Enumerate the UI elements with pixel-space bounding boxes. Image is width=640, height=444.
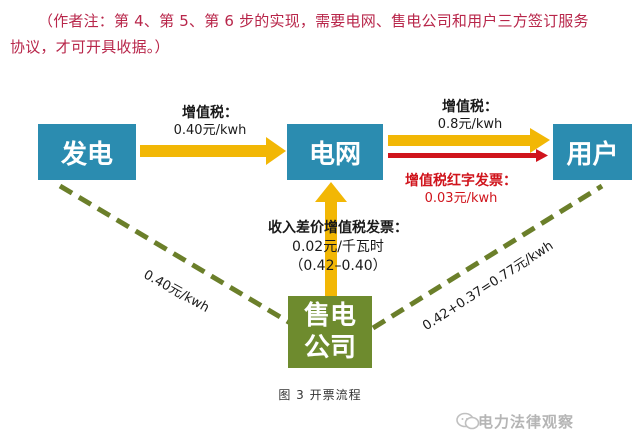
label-gen-to-grid-title: 增值税： bbox=[182, 105, 238, 121]
arrow-company-to-grid bbox=[315, 182, 347, 296]
node-user-label: 用户 bbox=[566, 139, 619, 170]
node-company-label-line2: 公司 bbox=[303, 333, 356, 363]
label-grid-to-user-title: 增值税： bbox=[442, 99, 498, 115]
figure-caption: 图 3 开票流程 bbox=[278, 388, 362, 402]
label-company-to-grid-value: 0.02元/千瓦时 bbox=[292, 239, 384, 255]
label-red-invoice-title: 增值税红字发票： bbox=[405, 173, 517, 189]
arrow-red-invoice bbox=[388, 149, 548, 162]
author-note-line2: 协议，才可开具收据。） bbox=[10, 38, 170, 56]
label-grid-to-user-value: 0.8元/kwh bbox=[437, 117, 503, 132]
node-power-grid-label: 电网 bbox=[308, 139, 361, 170]
node-electricity-sales-company: 售电 公司 bbox=[288, 296, 372, 368]
arrow-grid-to-user bbox=[388, 128, 550, 153]
node-company-label-line1: 售电 bbox=[303, 301, 356, 331]
label-red-invoice-value: 0.03元/kwh bbox=[424, 191, 498, 206]
watermark-text: 电力法律观察 bbox=[478, 413, 575, 431]
author-note: （作者注：第 4、第 5、第 6 步的实现，需要电网、售电公司和用户三方签订服务… bbox=[10, 8, 630, 60]
node-power-generation-label: 发电 bbox=[60, 139, 113, 170]
node-power-generation: 发电 bbox=[38, 124, 136, 180]
label-gen-to-grid: 增值税： 0.40元/kwh bbox=[150, 104, 270, 140]
arrow-gen-to-grid bbox=[140, 137, 286, 165]
label-company-to-grid-formula: （0.42–0.40） bbox=[289, 258, 387, 274]
label-company-to-grid: 收入差价增值税发票： 0.02元/千瓦时 （0.42–0.40） bbox=[218, 219, 458, 276]
label-grid-to-user: 增值税： 0.8元/kwh bbox=[400, 98, 540, 134]
right-dashed-link bbox=[371, 183, 604, 331]
author-note-line1: （作者注：第 4、第 5、第 6 步的实现，需要电网、售电公司和用户三方签订服务 bbox=[38, 12, 589, 30]
label-company-to-grid-title: 收入差价增值税发票： bbox=[268, 220, 408, 236]
label-gen-to-grid-value: 0.40元/kwh bbox=[173, 123, 247, 138]
node-power-grid: 电网 bbox=[287, 124, 383, 180]
label-red-invoice: 增值税红字发票： 0.03元/kwh bbox=[386, 172, 536, 208]
node-user: 用户 bbox=[553, 124, 632, 180]
left-dashed-link bbox=[58, 183, 294, 327]
wechat-icon bbox=[456, 412, 480, 430]
